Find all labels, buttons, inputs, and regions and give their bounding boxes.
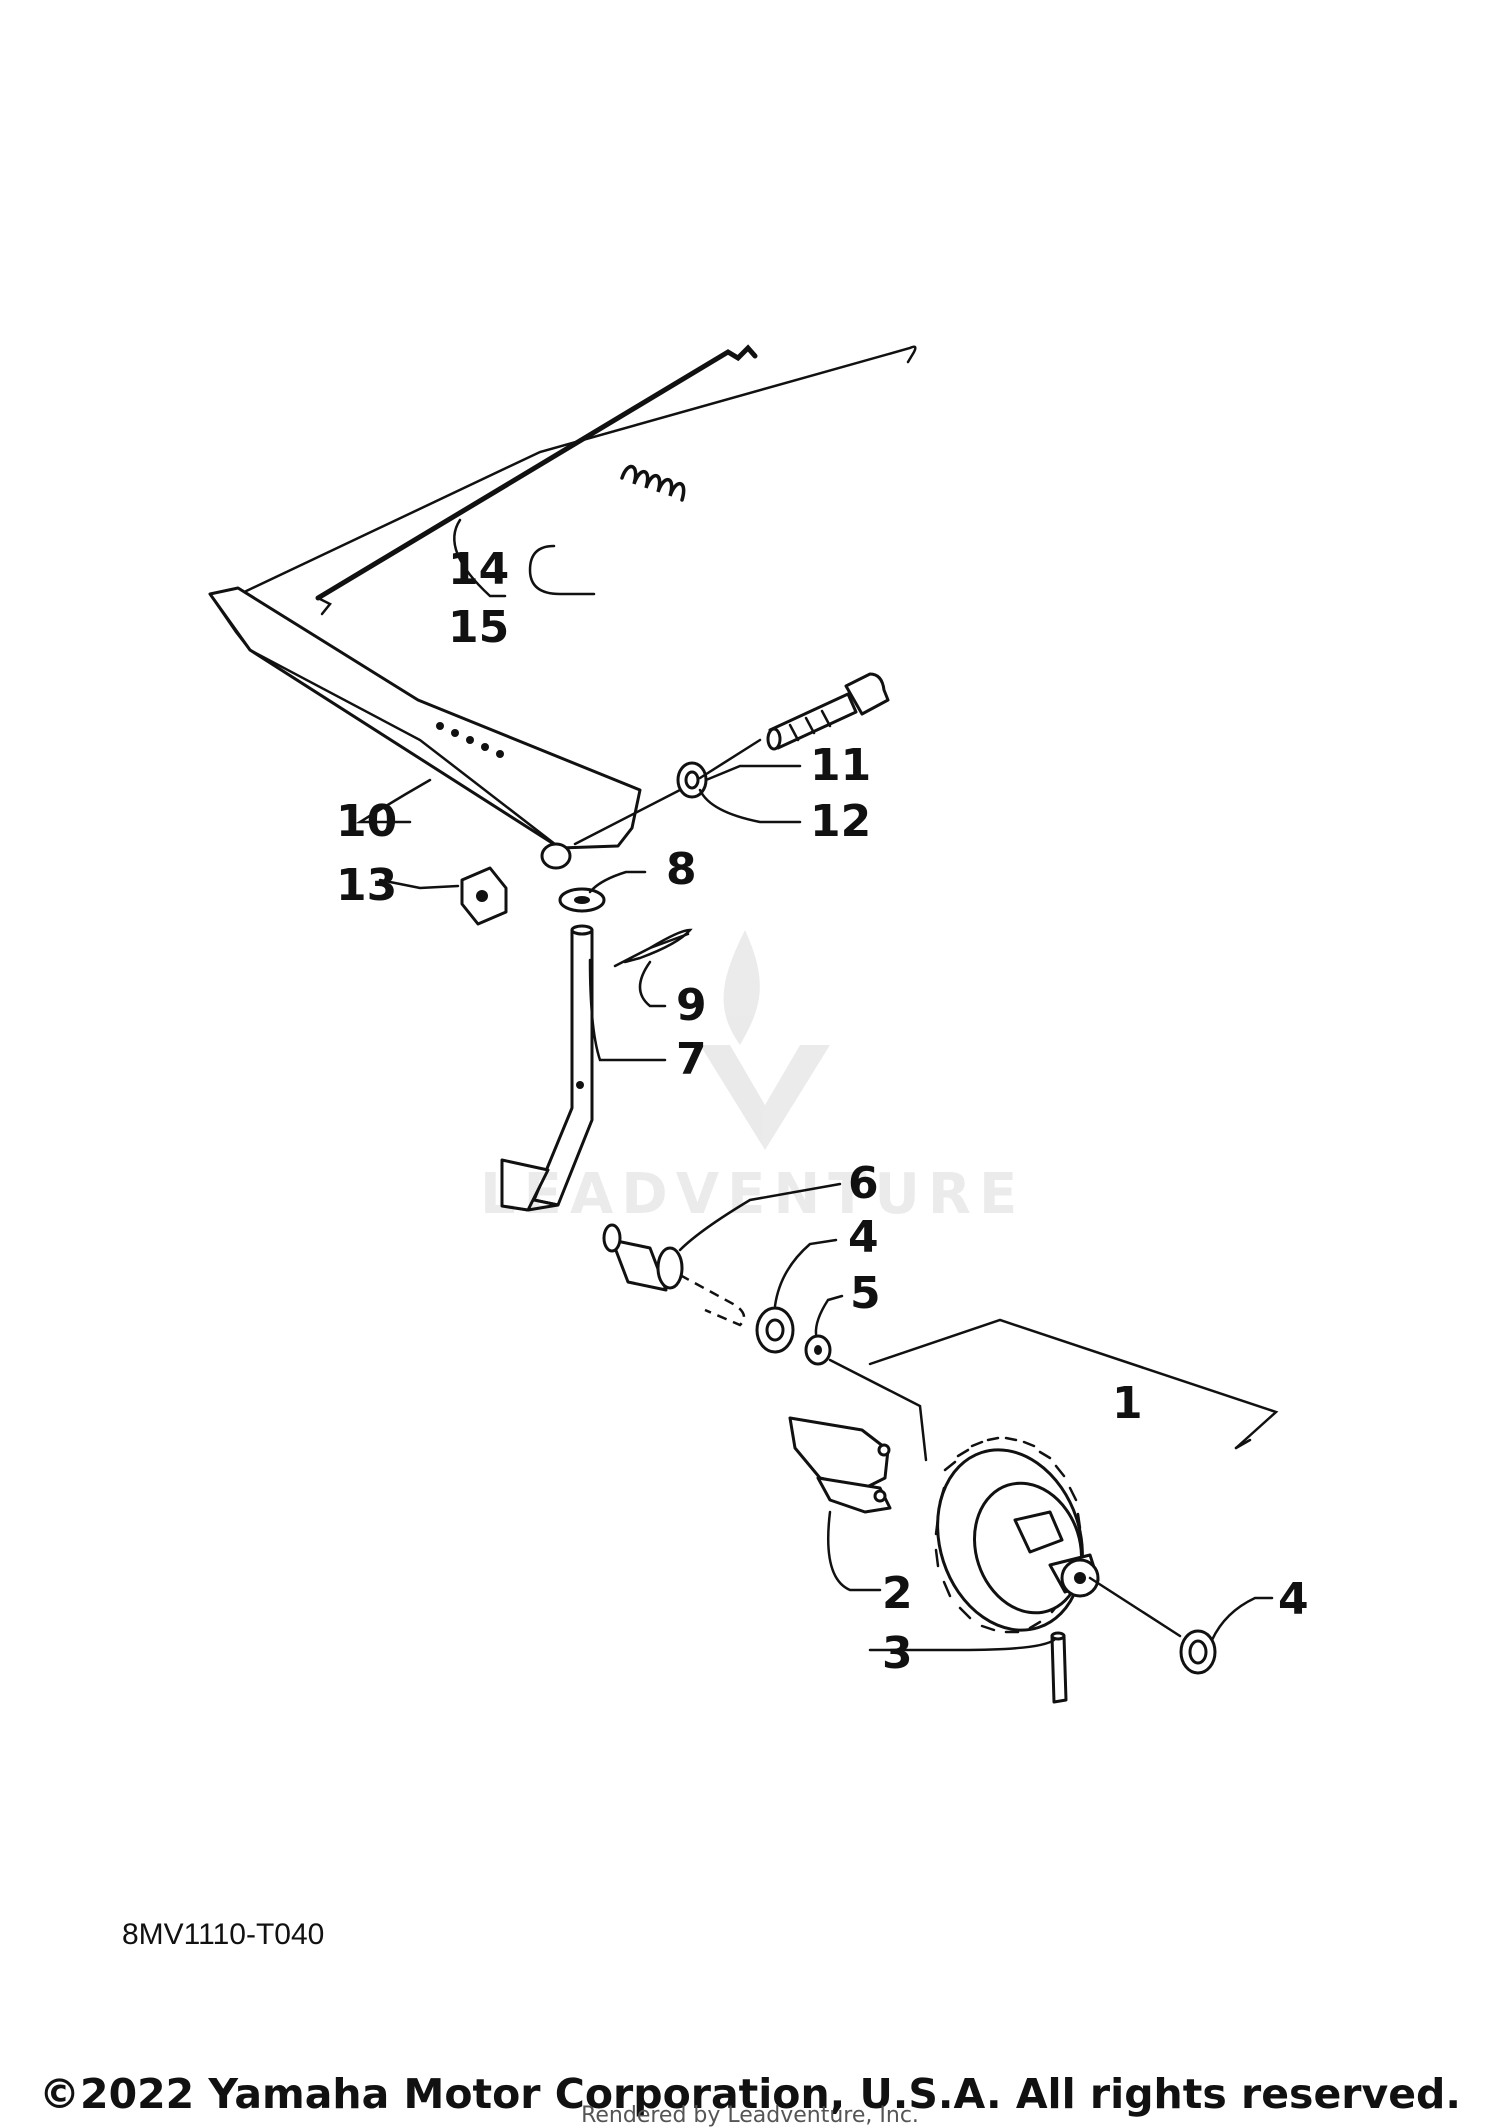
governor-shaft (500, 924, 594, 1212)
callout-2: 2 (882, 1568, 913, 1619)
governor-gear (934, 1436, 1100, 1634)
clip (804, 1334, 832, 1366)
washer-4-lower (1179, 1629, 1217, 1675)
callout-9: 9 (676, 980, 707, 1031)
callout-15: 15 (448, 602, 509, 653)
bolt (766, 672, 890, 751)
throttle-rod (315, 344, 758, 616)
callout-8: 8 (666, 844, 697, 895)
callout-4-upper: 4 (848, 1212, 879, 1263)
callout-12: 12 (810, 796, 871, 847)
cotter-pin (613, 928, 693, 968)
watermark-text: LEADVENTURE (480, 1162, 1026, 1227)
governor-plate (788, 1416, 892, 1514)
square-nut (460, 866, 508, 926)
governor-arm (208, 586, 642, 870)
flame-logo-icon (700, 930, 830, 1150)
callout-6: 6 (848, 1158, 879, 1209)
callout-7: 7 (676, 1034, 707, 1085)
callout-10: 10 (336, 796, 397, 847)
callout-13: 13 (336, 860, 397, 911)
rendered-by-text: Rendered by Leadventure, Inc. (581, 2103, 919, 2128)
callout-1: 1 (1112, 1378, 1143, 1429)
diagram-code: 8MV1110-T040 (122, 1918, 325, 1951)
callout-5: 5 (850, 1268, 881, 1319)
callout-11: 11 (810, 740, 871, 791)
washer-8 (558, 887, 606, 913)
bushing (602, 1223, 746, 1327)
gear-pin (1050, 1631, 1068, 1704)
washer-4-upper (755, 1306, 795, 1354)
spring (620, 464, 686, 502)
callout-4-lower: 4 (1278, 1574, 1309, 1625)
callout-3: 3 (882, 1628, 913, 1679)
leader-lines (355, 518, 1279, 1652)
spring-cable (238, 345, 917, 596)
callout-14: 14 (448, 544, 509, 595)
copyright-notice: ©2022 Yamaha Motor Corporation, U.S.A. A… (39, 2070, 1461, 2118)
